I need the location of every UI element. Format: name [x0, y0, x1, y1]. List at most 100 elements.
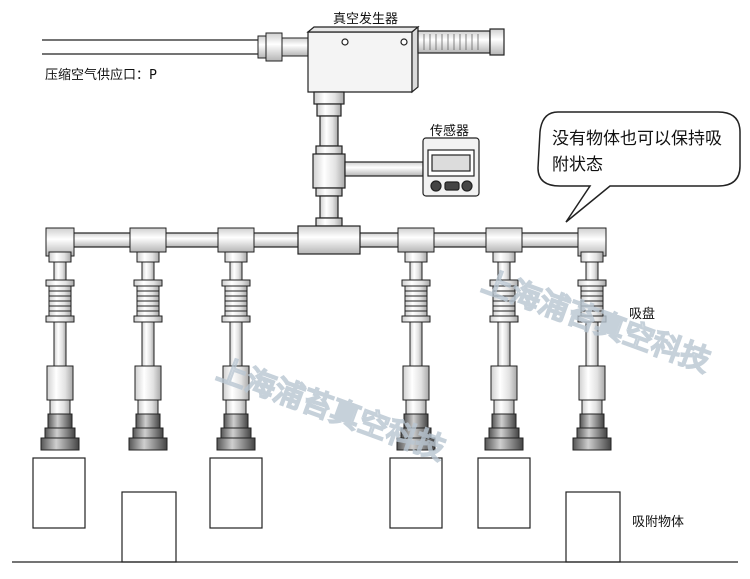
rod	[141, 321, 155, 367]
thread	[224, 310, 248, 317]
adapter	[581, 399, 603, 415]
sensor-label: 传感器	[430, 124, 470, 139]
suction-assembly-1	[40, 227, 80, 451]
cup-bellows	[400, 427, 432, 439]
washer	[401, 279, 431, 287]
callout-bubble	[537, 111, 741, 223]
object-1	[32, 457, 86, 529]
thread	[580, 285, 604, 292]
thread	[580, 310, 604, 317]
thread	[48, 285, 72, 292]
rod	[585, 321, 599, 367]
thread	[404, 310, 428, 317]
cup-bellows	[223, 413, 249, 429]
workpieces	[32, 457, 621, 563]
thread	[224, 300, 248, 307]
vacuum-generator-label: 真空发生器	[333, 12, 399, 27]
thread	[492, 310, 516, 317]
washer	[45, 279, 75, 287]
thread	[492, 290, 516, 297]
thread	[48, 305, 72, 312]
washer	[133, 315, 163, 323]
spring-housing	[222, 365, 250, 401]
thread	[404, 285, 428, 292]
nut	[224, 251, 248, 263]
air-supply-tube	[42, 39, 258, 55]
thread	[48, 295, 72, 302]
thread	[48, 300, 72, 307]
vacuum-generator	[306, 25, 505, 94]
suction-cup-assemblies	[40, 227, 612, 451]
spring-housing	[402, 365, 430, 401]
thread	[404, 290, 428, 297]
thread	[224, 305, 248, 312]
suction-assembly-3	[216, 227, 256, 451]
nut	[136, 251, 160, 263]
washer	[577, 279, 607, 287]
thread	[136, 285, 160, 292]
thread	[404, 305, 428, 312]
cup-bellows	[579, 413, 605, 429]
object-5	[477, 457, 531, 529]
washer	[401, 315, 431, 323]
air-supply-label: 压缩空气供应口：P	[45, 68, 157, 83]
central-tee	[297, 225, 361, 255]
sensor-branch-tube	[344, 161, 424, 177]
suction-assembly-6	[572, 227, 612, 451]
adapter	[49, 399, 71, 415]
callout-text: 没有物体也可以保持吸附状态	[552, 129, 722, 175]
object-6	[565, 491, 621, 563]
thread	[404, 295, 428, 302]
tee-fitting	[217, 227, 255, 253]
cup-bellows	[44, 427, 76, 439]
object-3	[209, 457, 263, 529]
cup-bellows	[488, 427, 520, 439]
thread	[48, 290, 72, 297]
thread	[136, 290, 160, 297]
spring-housing	[490, 365, 518, 401]
cup-lip	[128, 437, 168, 451]
suction-assembly-4	[396, 227, 436, 451]
thread	[492, 285, 516, 292]
thread	[580, 305, 604, 312]
stem	[497, 261, 511, 281]
rod	[229, 321, 243, 367]
cup-bellows	[403, 413, 429, 429]
stem	[409, 261, 423, 281]
rod	[497, 321, 511, 367]
thread	[580, 295, 604, 302]
washer	[489, 279, 519, 287]
spring-housing	[578, 365, 606, 401]
pressure-sensor	[422, 137, 480, 197]
thread	[224, 295, 248, 302]
thread	[224, 290, 248, 297]
thread	[404, 300, 428, 307]
object-label: 吸附物体	[632, 515, 685, 530]
thread	[580, 300, 604, 307]
thread	[492, 295, 516, 302]
nut	[404, 251, 428, 263]
thread	[492, 305, 516, 312]
adapter	[137, 399, 159, 415]
cup-bellows	[135, 413, 161, 429]
cup-bellows	[132, 427, 164, 439]
tee-fitting	[129, 227, 167, 253]
cup-bellows	[47, 413, 73, 429]
adapter	[405, 399, 427, 415]
adapter	[493, 399, 515, 415]
nut	[492, 251, 516, 263]
object-4	[389, 457, 443, 529]
cup-lip	[484, 437, 524, 451]
thread	[136, 295, 160, 302]
cup-bellows	[491, 413, 517, 429]
nut	[580, 251, 604, 263]
cup-lip	[396, 437, 436, 451]
elbow-fitting	[577, 227, 607, 257]
washer	[45, 315, 75, 323]
thread	[136, 305, 160, 312]
stem	[141, 261, 155, 281]
stem	[585, 261, 599, 281]
suction-cup-label: 吸盘	[629, 307, 656, 322]
